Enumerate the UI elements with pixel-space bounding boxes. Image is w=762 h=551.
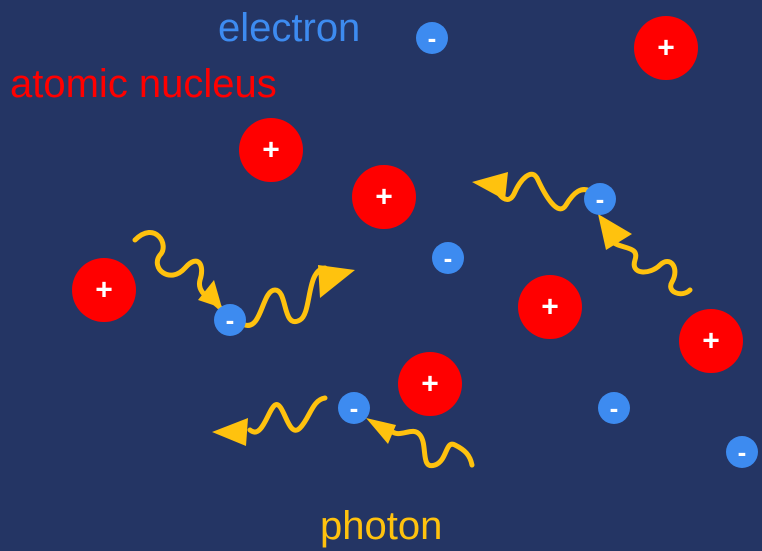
electron-symbol: - <box>350 393 359 423</box>
electron-body <box>598 392 630 424</box>
atomic-nucleus-body <box>634 16 698 80</box>
electron: - <box>214 304 246 336</box>
electron-symbol: - <box>428 23 437 53</box>
electron-symbol: - <box>226 305 235 335</box>
electron-label: electron <box>218 6 361 50</box>
photon-wave <box>492 171 598 212</box>
electron-symbol: - <box>738 437 747 467</box>
atomic-nucleus-symbol: + <box>262 134 280 167</box>
atomic-nucleus-body <box>518 275 582 339</box>
photon-arrowhead <box>212 418 248 446</box>
electron-body <box>416 22 448 54</box>
atomic-nucleus: + <box>679 309 743 373</box>
photon-wave <box>387 427 475 469</box>
photon-arrowhead <box>598 214 632 250</box>
photon-wave <box>242 265 328 328</box>
electron-symbol: - <box>444 243 453 273</box>
atomic-nucleus-symbol: + <box>702 325 720 358</box>
electron: - <box>416 22 448 54</box>
atomic-nucleus: + <box>634 16 698 80</box>
photon-wave <box>247 395 328 435</box>
atomic-nucleus-symbol: + <box>657 32 675 65</box>
atomic-nucleus: + <box>518 275 582 339</box>
atomic-nucleus-label: atomic nucleus <box>10 62 277 106</box>
electron: - <box>432 242 464 274</box>
photon-arrowhead <box>472 172 508 200</box>
photons-layer <box>132 171 693 469</box>
photon-label: photon <box>320 504 443 548</box>
electron-body <box>432 242 464 274</box>
atomic-nucleus: + <box>398 352 462 416</box>
electron-symbol: - <box>610 393 619 423</box>
electron: - <box>584 183 616 215</box>
electron-symbol: - <box>596 184 605 214</box>
electron: - <box>726 436 758 468</box>
photon-wave <box>607 237 693 297</box>
atomic-nucleus-symbol: + <box>541 291 559 324</box>
photon-arrowhead <box>366 418 396 444</box>
atomic-nucleus-body <box>72 258 136 322</box>
electron-body <box>726 436 758 468</box>
atomic-nucleus-symbol: + <box>95 274 113 307</box>
atomic-nucleus-body <box>679 309 743 373</box>
atomic-nucleus: + <box>352 165 416 229</box>
atomic-nucleus-symbol: + <box>375 181 393 214</box>
photon-wave <box>132 230 225 313</box>
atomic-nucleus-body <box>398 352 462 416</box>
electron: - <box>338 392 370 424</box>
atomic-nucleus-body <box>352 165 416 229</box>
photon-arrowhead <box>318 265 355 298</box>
atomic-nucleus: + <box>72 258 136 322</box>
atomic-nucleus: + <box>239 118 303 182</box>
electron-body <box>214 304 246 336</box>
electron: - <box>598 392 630 424</box>
electron-body <box>584 183 616 215</box>
photon-arrowhead <box>198 280 222 308</box>
electron-body <box>338 392 370 424</box>
atomic-nucleus-body <box>239 118 303 182</box>
atomic-nucleus-symbol: + <box>421 368 439 401</box>
particles-layer: + + + + + + + - - - - - - - <box>72 16 758 468</box>
